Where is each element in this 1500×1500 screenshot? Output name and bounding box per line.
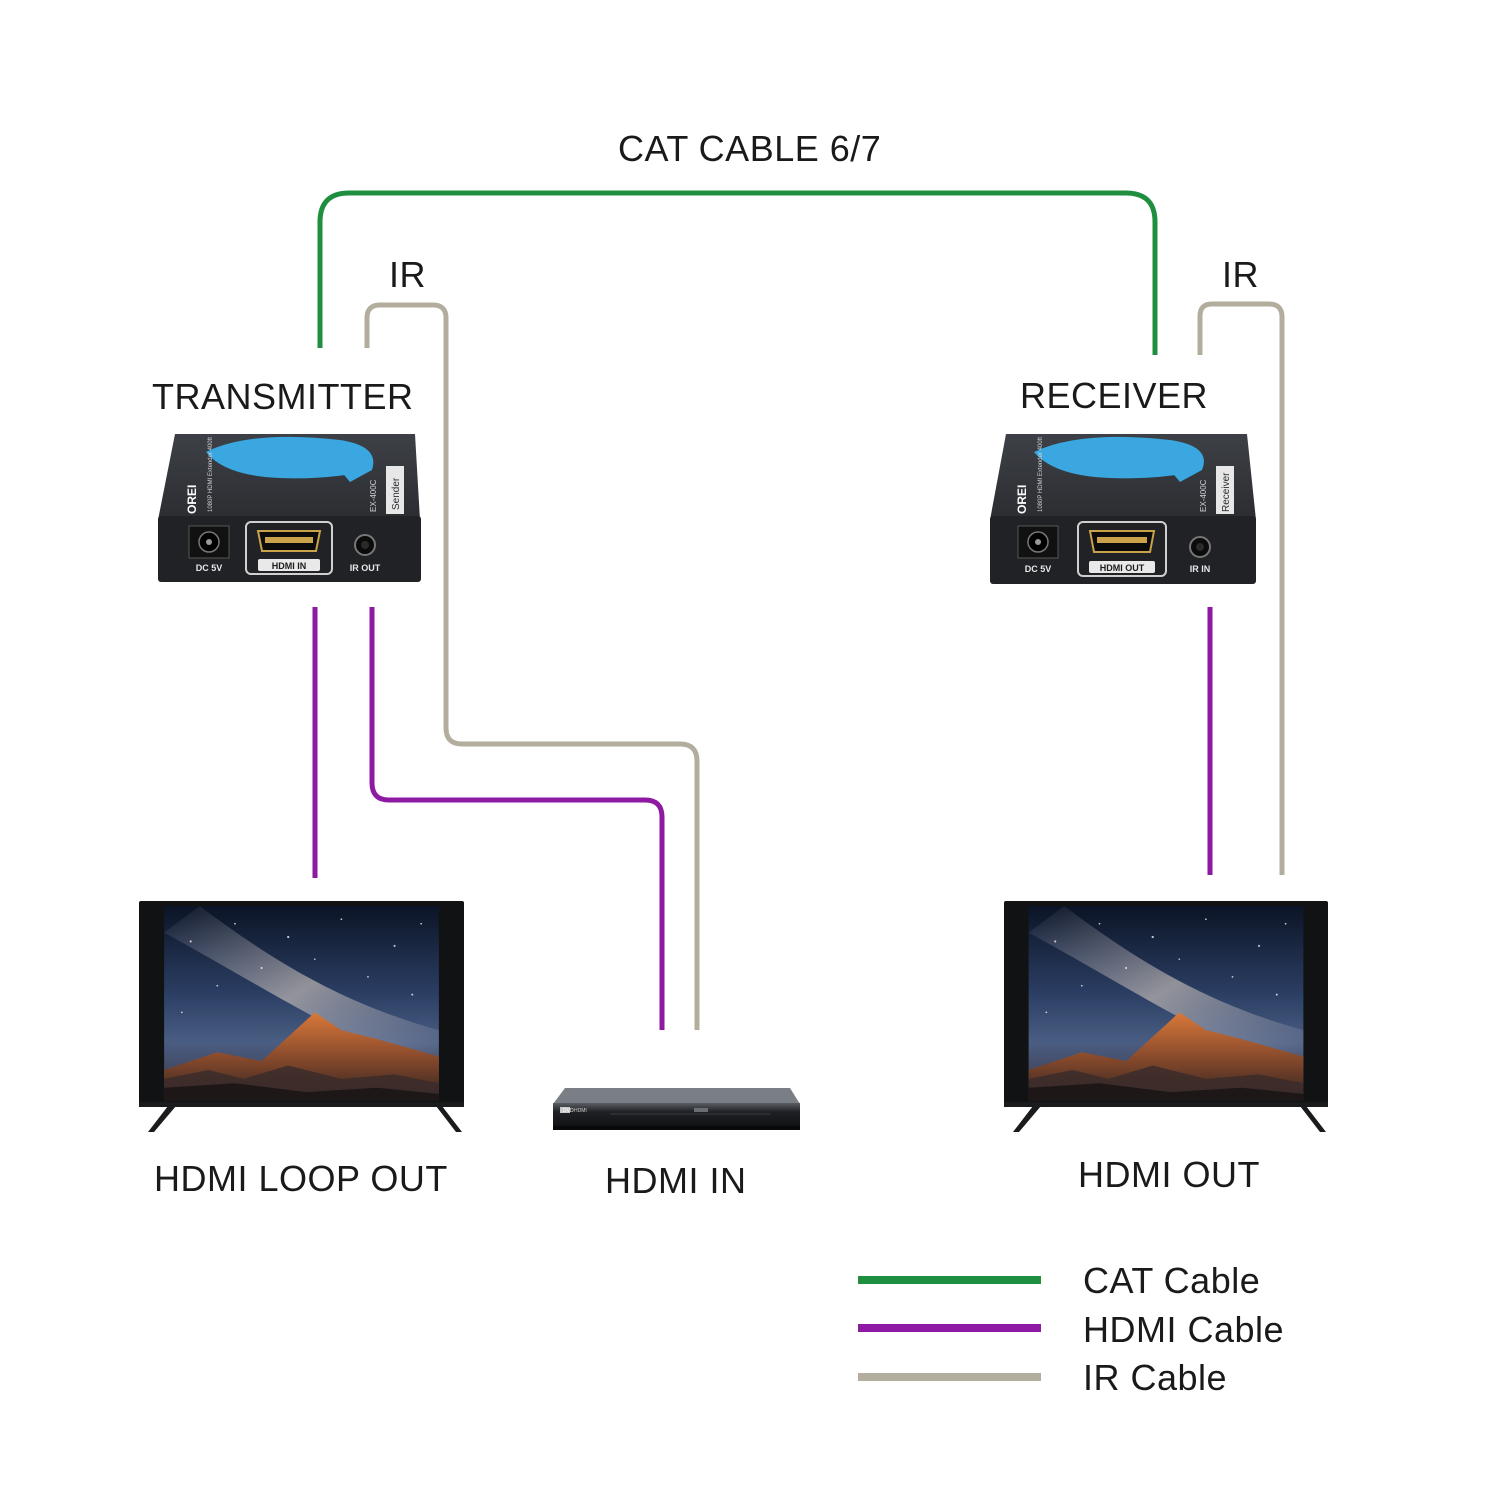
hdmi-in-label: HDMI IN xyxy=(605,1160,747,1201)
legend-label-hdmi: HDMI Cable xyxy=(1083,1309,1285,1350)
tv-loop-out xyxy=(139,901,464,1132)
legend-label-ir: IR Cable xyxy=(1083,1357,1228,1398)
ir-label-receiver: IR xyxy=(1222,254,1259,295)
transmitter-port-hdmi: HDMI IN xyxy=(272,561,307,571)
transmitter-tag: Sender xyxy=(391,477,402,510)
receiver-device: OREI 1080P HDMI Extender 400ft EX-400C R… xyxy=(990,434,1256,584)
tv-hdmi-out xyxy=(1004,901,1328,1132)
transmitter-port-ir: IR OUT xyxy=(350,563,381,573)
receiver-brand: OREI xyxy=(1015,485,1029,514)
receiver-port-dc: DC 5V xyxy=(1025,564,1052,574)
dvd-brand: HDMI xyxy=(574,1108,587,1114)
receiver-side-text: 1080P HDMI Extender 400ft xyxy=(1038,437,1044,512)
ir-cable-receiver xyxy=(1197,301,1285,875)
receiver-tag: Receiver xyxy=(1221,472,1232,512)
ir-cable-transmitter-top xyxy=(364,302,700,1030)
transmitter-port-dc: DC 5V xyxy=(196,563,223,573)
hdmi-loop-out-label: HDMI LOOP OUT xyxy=(154,1158,448,1199)
legend-label-cat: CAT Cable xyxy=(1083,1260,1261,1301)
ir-label-transmitter: IR xyxy=(389,254,426,295)
hdmi-cable-in xyxy=(369,607,665,1030)
transmitter-device: OREI 1080P HDMI Extender 400ft EX-400C S… xyxy=(158,434,421,582)
transmitter-model: EX-400C xyxy=(369,479,378,512)
hdmi-out-label: HDMI OUT xyxy=(1078,1154,1260,1195)
receiver-port-hdmi: HDMI OUT xyxy=(1100,563,1145,573)
transmitter-label: TRANSMITTER xyxy=(152,376,414,417)
dvd-badge: DVD xyxy=(563,1108,574,1114)
cat-cable-label: CAT CABLE 6/7 xyxy=(618,128,882,169)
receiver-label: RECEIVER xyxy=(1020,375,1209,416)
transmitter-side-text: 1080P HDMI Extender 400ft xyxy=(208,437,214,512)
cat-cable-line xyxy=(317,190,1158,355)
dvd-player: DVD HDMI xyxy=(553,1088,800,1130)
receiver-model: EX-400C xyxy=(1199,479,1208,512)
receiver-port-ir: IR IN xyxy=(1190,564,1211,574)
transmitter-brand: OREI xyxy=(185,485,199,514)
